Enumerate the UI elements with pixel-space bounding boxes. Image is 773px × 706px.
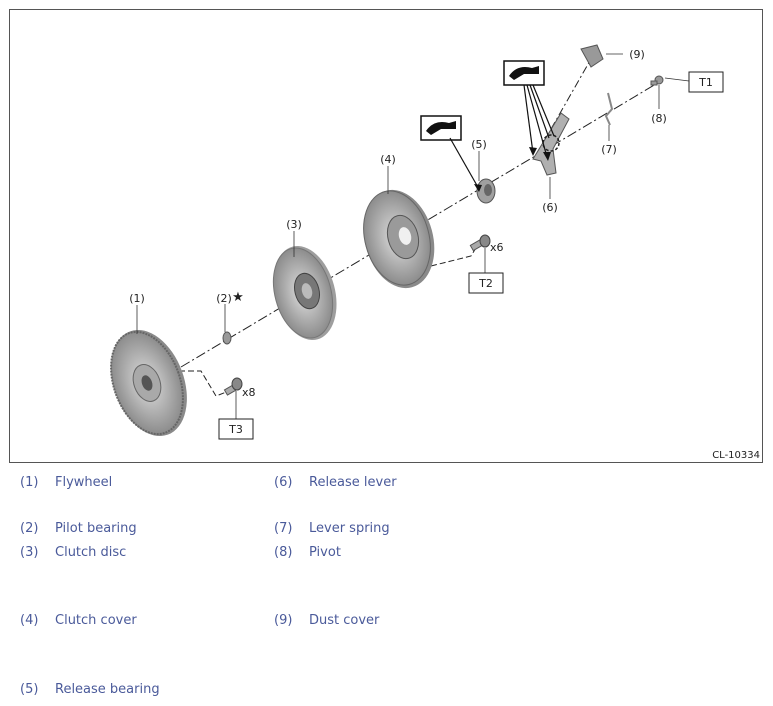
legend-item: (6) Release lever	[274, 475, 397, 490]
svg-text:T2: T2	[478, 277, 493, 290]
t2-bolt-guide-line	[430, 242, 480, 267]
legend-item: (1) Flywheel	[20, 475, 112, 490]
flywheel-part	[110, 329, 187, 437]
pivot-part	[650, 75, 664, 86]
callout-8: (8)	[651, 112, 667, 125]
svg-text:T3: T3	[228, 423, 243, 436]
legend-item-label: Release bearing	[55, 682, 160, 697]
legend-item-label: Pivot	[309, 545, 341, 560]
legend-item-number: (7)	[274, 521, 293, 536]
legend-item-label: Release lever	[309, 475, 397, 490]
callout-4: (4)	[380, 153, 396, 166]
star-symbol: ★	[232, 290, 244, 305]
callout-2: (2)	[216, 292, 232, 305]
legend-item-label: Pilot bearing	[55, 521, 137, 536]
clutch-cover-part	[363, 189, 435, 289]
lever-spring-part	[604, 92, 614, 126]
release-bearing-part	[476, 178, 496, 204]
dust-cover-axis-line	[550, 58, 592, 130]
torque-box-t2: T2	[468, 272, 504, 294]
bolt-count-x6: x6	[490, 241, 504, 254]
legend-item: (2) Pilot bearing	[20, 521, 137, 536]
legend-item-number: (5)	[20, 682, 39, 697]
torque-box-t1: T1	[688, 71, 724, 93]
legend-item-number: (3)	[20, 545, 39, 560]
grease-icon	[420, 115, 482, 192]
legend-item-number: (9)	[274, 613, 293, 628]
callout-7: (7)	[601, 143, 617, 156]
callout-3: (3)	[286, 218, 302, 231]
pilot-bearing-part	[222, 331, 232, 345]
bolt-count-x8: x8	[242, 386, 256, 399]
legend-item-label: Flywheel	[55, 475, 113, 490]
legend-item-label: Clutch cover	[55, 613, 137, 628]
diagram-frame: (1) (2) ★ (3) (4) (5) (6) (7) (8) (9) x6…	[9, 9, 763, 463]
release-lever-part	[532, 112, 570, 176]
legend-item: (3) Clutch disc	[20, 545, 126, 560]
legend-item-number: (4)	[20, 613, 39, 628]
clutch-disc-part	[272, 245, 337, 341]
legend-item: (9) Dust cover	[274, 613, 379, 628]
svg-text:T1: T1	[698, 76, 713, 89]
callout-1: (1)	[129, 292, 145, 305]
grease-icon	[503, 60, 555, 161]
callout-9: (9)	[629, 48, 645, 61]
legend-item-number: (1)	[20, 475, 39, 490]
legend-item-label: Dust cover	[309, 613, 380, 628]
legend-item-label: Clutch disc	[55, 545, 127, 560]
legend-item-number: (6)	[274, 475, 293, 490]
legend-item: (4) Clutch cover	[20, 613, 137, 628]
figure-code: CL-10334	[712, 450, 760, 461]
t2-bolt-part	[469, 234, 491, 252]
t3-bolt-part	[223, 377, 243, 396]
t3-bolt-guide-line	[179, 370, 230, 397]
legend-item-number: (8)	[274, 545, 293, 560]
callout-5: (5)	[471, 138, 487, 151]
callout-6: (6)	[542, 201, 558, 214]
dust-cover-part	[580, 44, 604, 68]
legend-item: (8) Pivot	[274, 545, 341, 560]
legend-item: (7) Lever spring	[274, 521, 390, 536]
legend-item: (5) Release bearing	[20, 682, 160, 697]
exploded-view-diagram: (1) (2) ★ (3) (4) (5) (6) (7) (8) (9) x6…	[110, 44, 760, 461]
legend-item-label: Lever spring	[309, 521, 390, 536]
legend-item-number: (2)	[20, 521, 39, 536]
torque-box-t3: T3	[218, 418, 254, 440]
callout-leader-lines	[136, 53, 690, 334]
